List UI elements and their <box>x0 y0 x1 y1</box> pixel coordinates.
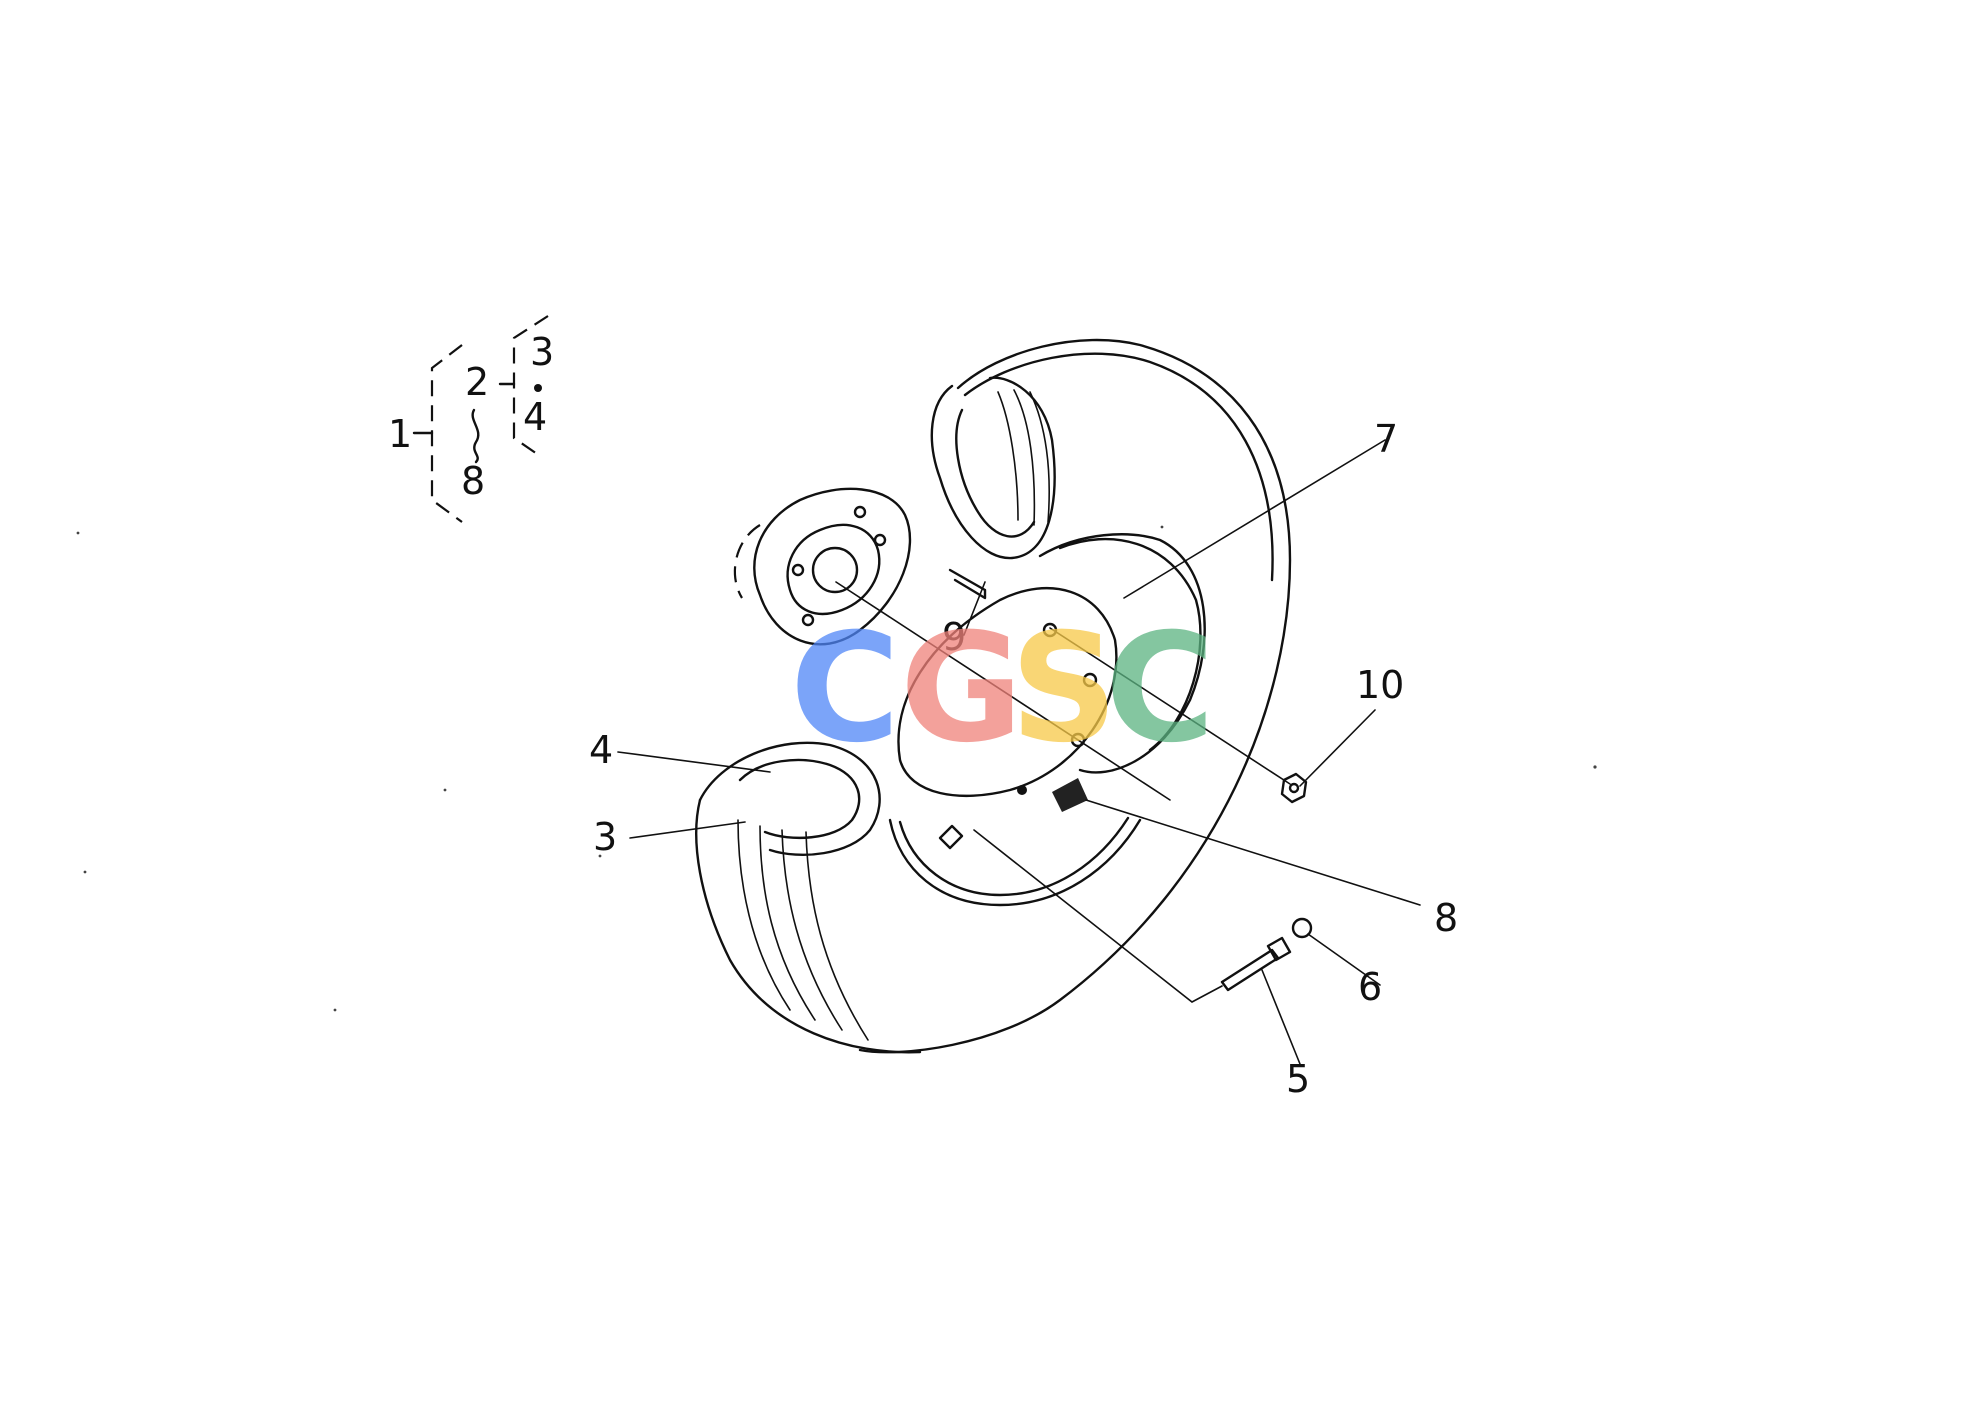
wheel-disc <box>897 586 1118 812</box>
callout-7: 7 <box>1374 417 1398 461</box>
valve-assembly <box>938 824 1313 992</box>
legend-label-2: 2 <box>465 360 489 404</box>
legend-label-8: 8 <box>461 459 485 503</box>
watermark-letter-c2: C <box>1105 602 1215 776</box>
wheel-bolt-hole <box>1070 732 1086 748</box>
rim-valve <box>938 824 964 850</box>
wheel-bolt-hole <box>1042 622 1058 638</box>
cgsc-watermark: C G S C <box>790 602 1215 776</box>
wheel-bolt-hole <box>1017 785 1027 795</box>
wheel-nut <box>1280 772 1308 804</box>
legend-bracket-sub <box>512 315 549 457</box>
watermark-letter-s: S <box>1010 602 1118 776</box>
callout-labels: 7 9 10 4 3 8 6 5 <box>589 417 1458 1101</box>
legend-range-tilde <box>471 408 480 464</box>
valve-cap <box>1291 917 1313 939</box>
callout-6: 6 <box>1358 965 1382 1009</box>
watermark-letter-g: G <box>900 602 1023 776</box>
watermark-letter-c1: C <box>790 602 900 776</box>
wheel-hub <box>733 487 987 646</box>
legend-and-dot <box>534 384 542 392</box>
callout-9: 9 <box>942 615 966 659</box>
callout-5: 5 <box>1286 1057 1310 1101</box>
inner-tube-opening <box>738 758 861 840</box>
callout-4: 4 <box>589 728 613 772</box>
callout-3: 3 <box>593 815 617 859</box>
wheel-bolt-hole <box>1082 672 1098 688</box>
legend-bracket-main <box>430 344 463 523</box>
callout-8: 8 <box>1434 896 1458 940</box>
legend-label-1: 1 <box>388 412 412 456</box>
tire-outline <box>695 338 1292 1054</box>
callout-10: 10 <box>1356 663 1404 707</box>
legend-label-3: 3 <box>530 330 554 374</box>
leader-lines <box>617 439 1421 1065</box>
legend-label-4: 4 <box>523 395 547 439</box>
valve-stem <box>1220 948 1280 992</box>
hub-center-bore <box>811 546 859 594</box>
rim-marking-block <box>1052 778 1088 812</box>
scan-specks <box>76 525 1597 1012</box>
assembly-legend: 1 2 8 3 4 <box>388 315 554 523</box>
